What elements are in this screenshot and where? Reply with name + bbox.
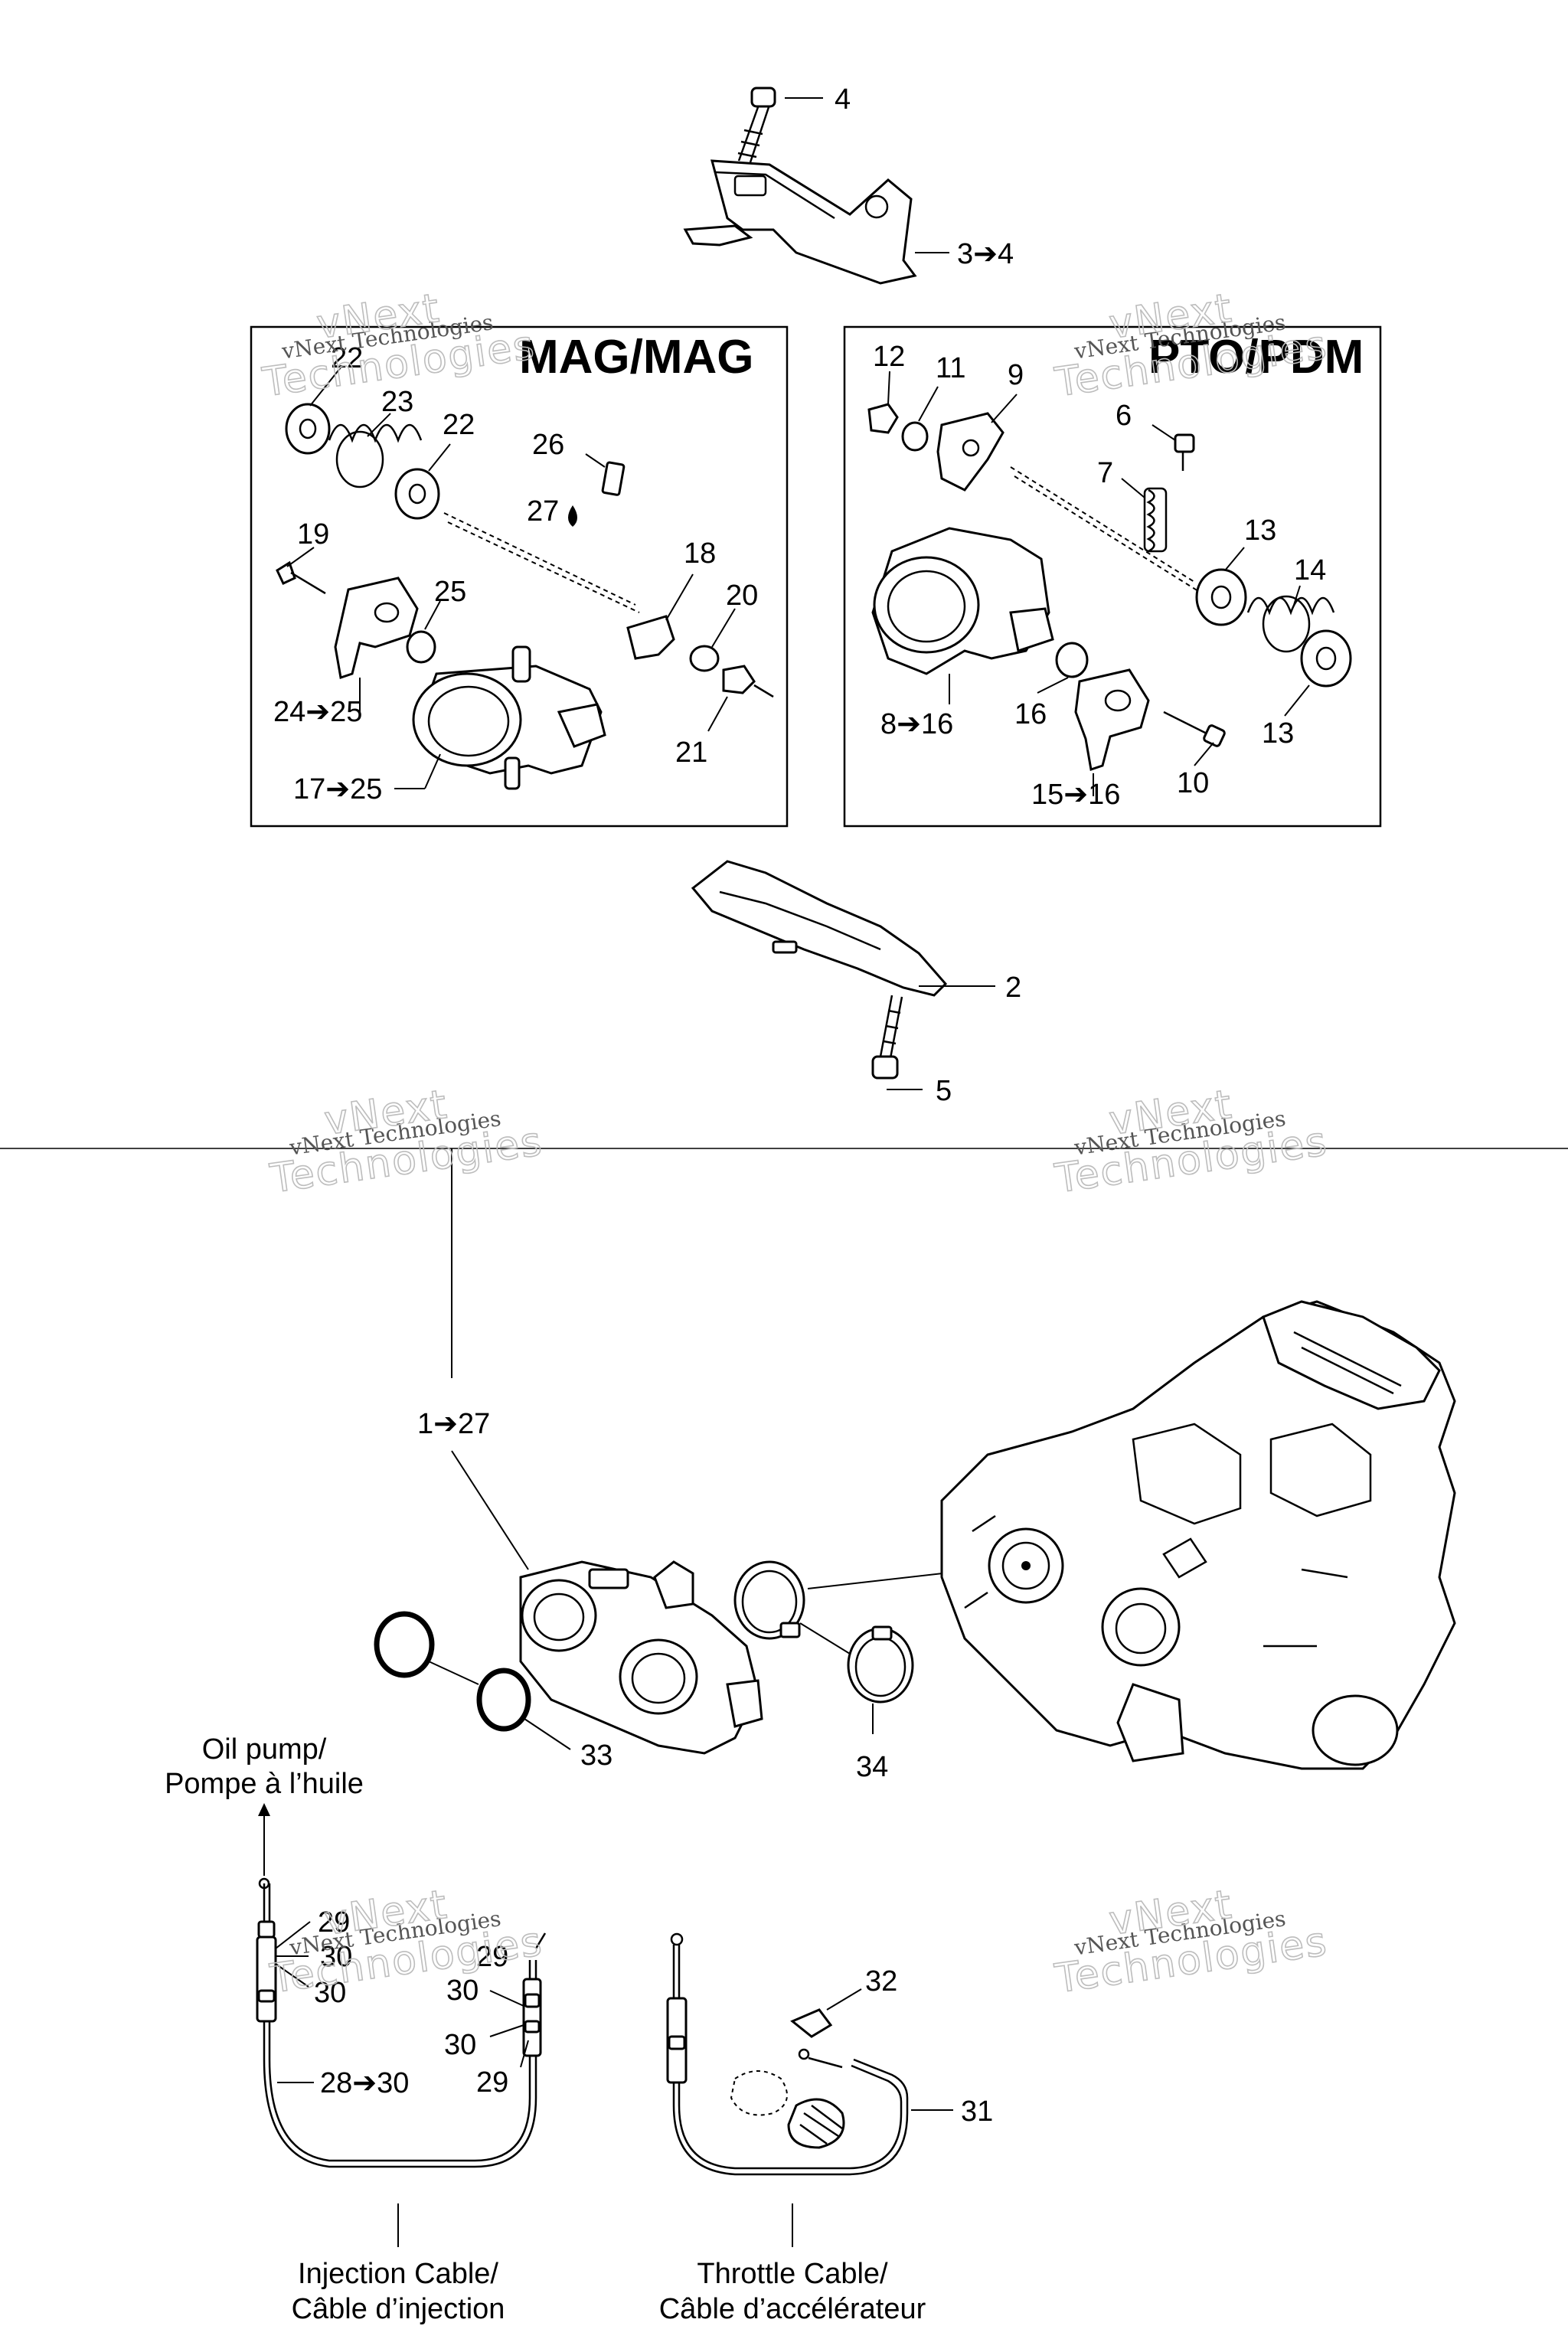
- caption-injection-fr: Câble d’injection: [292, 2293, 505, 2325]
- watermark-1: vNext Technologies vNext Technologies: [259, 285, 539, 407]
- callout-20: 20: [726, 580, 758, 612]
- callout-18: 18: [684, 537, 716, 570]
- callout-27: 27: [527, 495, 559, 528]
- upper-bracket: [683, 159, 917, 285]
- callout-30b: 30: [314, 1977, 346, 2009]
- callout-13b: 13: [1262, 717, 1294, 750]
- watermark-3: vNext Technologies vNext Technologies: [266, 1081, 547, 1203]
- callout-12: 12: [873, 341, 905, 373]
- callout-4: 4: [835, 83, 851, 116]
- pto-box-title: PTO/PDM: [1148, 331, 1364, 384]
- callout-22b: 22: [443, 409, 475, 441]
- callout-25: 25: [434, 576, 466, 608]
- callout-26: 26: [532, 429, 564, 461]
- pto-box: [843, 325, 1382, 828]
- callout-9: 9: [1008, 359, 1024, 391]
- clamp-34a: [733, 1560, 805, 1640]
- callout-17-25: 17➔25: [293, 773, 382, 805]
- callout-28-30: 28➔30: [320, 2067, 409, 2099]
- caption-oil-pump-fr: Pompe à l’huile: [165, 1768, 364, 1800]
- watermark-5: vNext Technologies vNext Technologies: [266, 1881, 547, 2003]
- callout-5: 5: [936, 1075, 952, 1107]
- callout-29b: 29: [476, 1941, 508, 1973]
- callout-3-4: 3➔4: [957, 238, 1014, 270]
- callout-31: 31: [961, 2096, 993, 2128]
- callout-11: 11: [936, 352, 965, 384]
- engine-block: [940, 1300, 1456, 1770]
- watermark-4: vNext Technologies vNext Technologies: [1051, 1081, 1331, 1203]
- watermark-2: vNext Technologies vNext Technologies: [1051, 285, 1331, 407]
- mag-box: [250, 325, 789, 828]
- callout-24-25: 24➔25: [273, 696, 362, 728]
- caption-injection-en: Injection Cable/: [298, 2258, 498, 2290]
- mag-box-title: MAG/MAG: [519, 331, 754, 384]
- callout-33: 33: [580, 1740, 612, 1772]
- pto-parts: [867, 403, 1352, 771]
- callout-30a: 30: [320, 1941, 352, 1973]
- callout-34: 34: [856, 1751, 888, 1783]
- caption-oil-pump-en: Oil pump/: [202, 1733, 327, 1766]
- caption-throttle-fr: Câble d’accélérateur: [659, 2293, 926, 2325]
- callout-7: 7: [1097, 457, 1113, 489]
- bolt-4: [737, 87, 776, 163]
- o-ring-33b: [476, 1668, 531, 1732]
- callout-30d: 30: [444, 2029, 476, 2061]
- callout-2: 2: [1005, 972, 1021, 1004]
- callout-14: 14: [1294, 554, 1326, 586]
- callout-13a: 13: [1244, 514, 1276, 547]
- watermark-6: vNext Technologies vNext Technologies: [1051, 1881, 1331, 2003]
- mag-parts: [276, 403, 774, 790]
- lower-bracket: [691, 860, 948, 997]
- throttle-cable: [666, 1932, 909, 2176]
- callout-16: 16: [1014, 698, 1047, 730]
- callout-23: 23: [381, 386, 413, 418]
- clamp-34b: [847, 1625, 914, 1704]
- throttle-body-assembly: [519, 1560, 763, 1755]
- callout-32: 32: [865, 1965, 897, 1998]
- callout-29a: 29: [318, 1906, 350, 1939]
- callout-6: 6: [1116, 400, 1132, 432]
- callout-10: 10: [1177, 767, 1209, 799]
- bolt-5: [871, 995, 903, 1080]
- callout-29c: 29: [476, 2066, 508, 2099]
- callout-8-16: 8➔16: [880, 708, 953, 740]
- callout-21: 21: [675, 737, 707, 769]
- callout-22a: 22: [331, 342, 363, 374]
- callout-30c: 30: [446, 1975, 479, 2007]
- o-ring-33a: [374, 1611, 435, 1678]
- callout-19: 19: [297, 518, 329, 550]
- injection-cable: [256, 1877, 547, 2168]
- caption-throttle-en: Throttle Cable/: [697, 2258, 888, 2290]
- callout-15-16: 15➔16: [1031, 779, 1120, 811]
- callout-1-27: 1➔27: [417, 1408, 490, 1440]
